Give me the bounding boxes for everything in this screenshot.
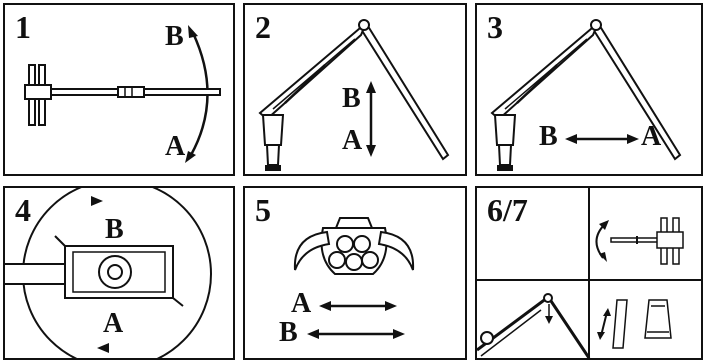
label-b: B (165, 23, 184, 51)
label-b: B (279, 319, 298, 347)
label-a: A (103, 310, 123, 338)
crane-boom-extend-illustration (477, 5, 701, 174)
panel-6-7: 6/7 (475, 186, 703, 360)
arrow-head-left-icon (393, 329, 405, 339)
arrow-head-left-icon (319, 301, 331, 311)
arrow-head-left-icon (565, 134, 577, 144)
panel-5: 5 A B (243, 186, 467, 360)
arrow-head-right-icon (627, 134, 639, 144)
arrow-head-up-icon (603, 308, 611, 316)
label-b: B (105, 216, 124, 244)
label-a: A (291, 290, 311, 318)
arrow-head-right-icon (385, 301, 397, 311)
grapple-illustration (245, 188, 465, 358)
arrow-head-down-icon (597, 332, 605, 340)
panel-4: 4 B A (3, 186, 235, 360)
label-b: B (342, 85, 361, 113)
combined-operations-illustration (477, 188, 701, 358)
panel-3: 3 B A (475, 3, 703, 176)
arrow-head-up-icon (188, 25, 198, 38)
label-a: A (165, 133, 185, 161)
arrow-head-down-icon (545, 316, 553, 324)
arrow-head-down-icon (366, 145, 376, 157)
label-a: A (641, 123, 661, 151)
arrow-head-right-icon (307, 329, 319, 339)
label-b: B (539, 123, 558, 151)
panel-2: 2 B A (243, 3, 467, 176)
panel-1: 1 B A (3, 3, 235, 176)
label-a: A (342, 127, 362, 155)
arrow-head-down-icon (185, 151, 196, 163)
arrow-head-right-icon (91, 196, 103, 206)
arrow-head-left-icon (97, 343, 109, 353)
arrow-head-up-icon (366, 81, 376, 93)
crane-top-view-illustration (5, 5, 233, 174)
